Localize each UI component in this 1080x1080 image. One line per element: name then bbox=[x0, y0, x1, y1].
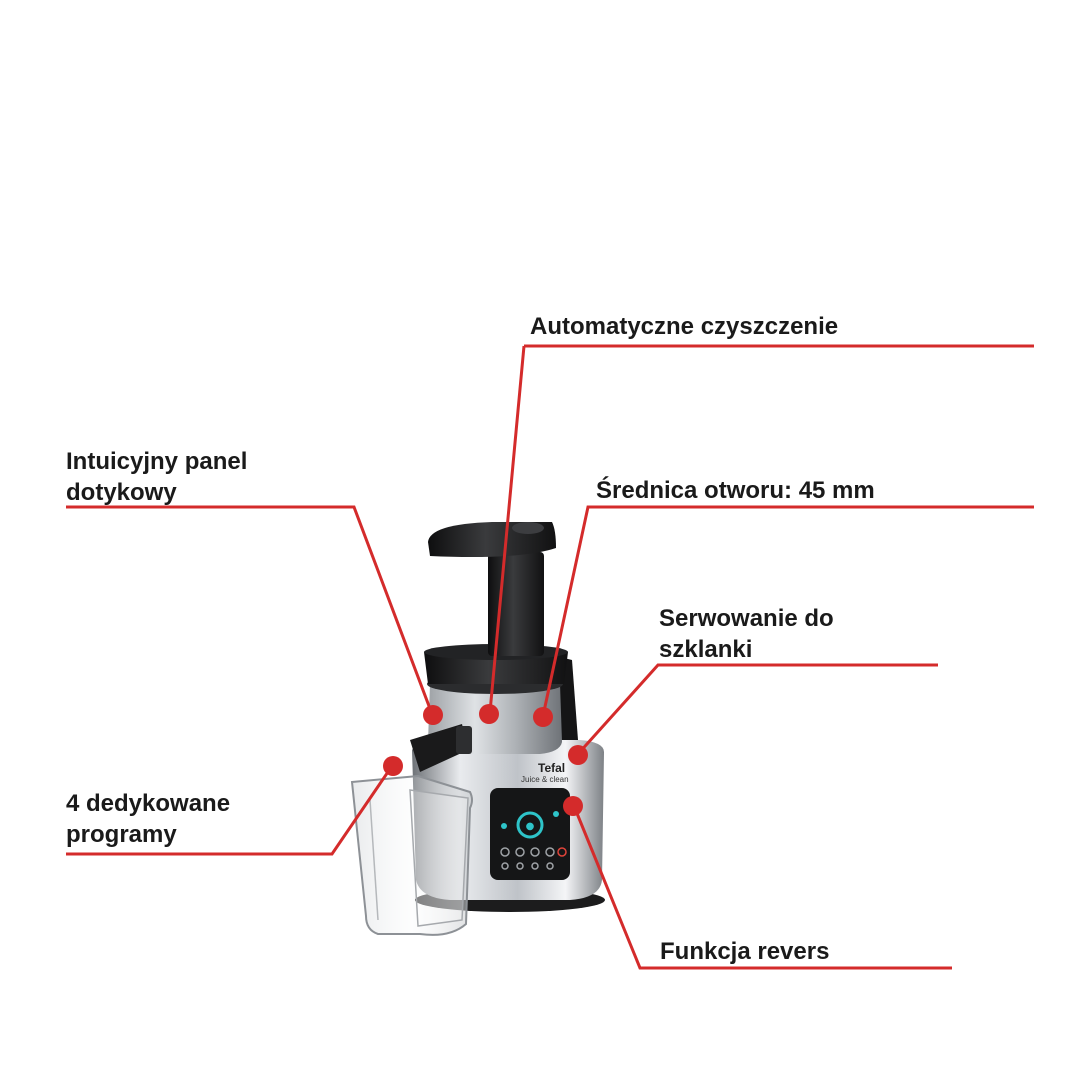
spout-cap bbox=[456, 726, 472, 754]
callout-dot-opening bbox=[533, 707, 553, 727]
label-programs: 4 dedykowane programy bbox=[66, 788, 230, 850]
jug-edge bbox=[369, 799, 379, 921]
callout-dot-touch-panel bbox=[423, 705, 443, 725]
callout-line-auto-clean-leader bbox=[488, 345, 526, 713]
callout-line-opening bbox=[541, 505, 1034, 717]
label-opening-line1: Średnica otworu: 45 mm bbox=[596, 477, 875, 504]
brand-subtitle: Juice & clean bbox=[521, 775, 569, 784]
callout-dot-reverse bbox=[563, 796, 583, 816]
brand-logo: Tefal bbox=[538, 761, 565, 775]
label-touch-panel-line2: dotykowy bbox=[66, 479, 177, 506]
label-auto-clean-line1: Automatyczne czyszczenie bbox=[530, 313, 839, 340]
callout-dot-programs bbox=[383, 756, 403, 776]
label-programs-line1: 4 dedykowane bbox=[66, 790, 231, 817]
label-serving-line2: szklanki bbox=[659, 636, 753, 663]
touch-control-panel bbox=[490, 788, 570, 880]
program-buttons bbox=[500, 847, 567, 870]
callout-dot-auto-clean bbox=[479, 704, 499, 724]
label-touch-panel: Intuicyjny panel dotykowy bbox=[66, 446, 247, 508]
label-opening: Średnica otworu: 45 mm bbox=[596, 475, 875, 506]
callout-dots bbox=[383, 704, 588, 816]
panel-dot-right bbox=[553, 811, 559, 817]
callout-line-programs bbox=[66, 765, 394, 856]
jug-body bbox=[350, 774, 473, 936]
callout-lines bbox=[66, 344, 1034, 970]
label-programs-line2: programy bbox=[66, 821, 177, 848]
label-touch-panel-line1: Intuicyjny panel bbox=[66, 448, 248, 475]
jug-front bbox=[409, 789, 469, 927]
callout-line-touch-panel bbox=[66, 505, 434, 715]
pusher-knob bbox=[512, 522, 544, 534]
juice-jug bbox=[350, 774, 473, 936]
label-reverse-line1: Funkcja revers bbox=[660, 938, 830, 965]
callout-line-reverse bbox=[572, 805, 952, 970]
label-serving: Serwowanie do szklanki bbox=[659, 603, 834, 665]
label-reverse: Funkcja revers bbox=[660, 936, 829, 967]
label-serving-line1: Serwowanie do bbox=[659, 605, 834, 632]
display-ring bbox=[516, 811, 544, 839]
callout-dot-serving bbox=[568, 745, 588, 765]
juice-spout bbox=[410, 724, 468, 772]
display-digit: ● bbox=[526, 821, 535, 832]
juicer-lid bbox=[424, 652, 568, 684]
callout-line-serving bbox=[576, 663, 938, 756]
label-auto-clean: Automatyczne czyszczenie bbox=[530, 311, 838, 342]
panel-dot-left bbox=[501, 823, 507, 829]
